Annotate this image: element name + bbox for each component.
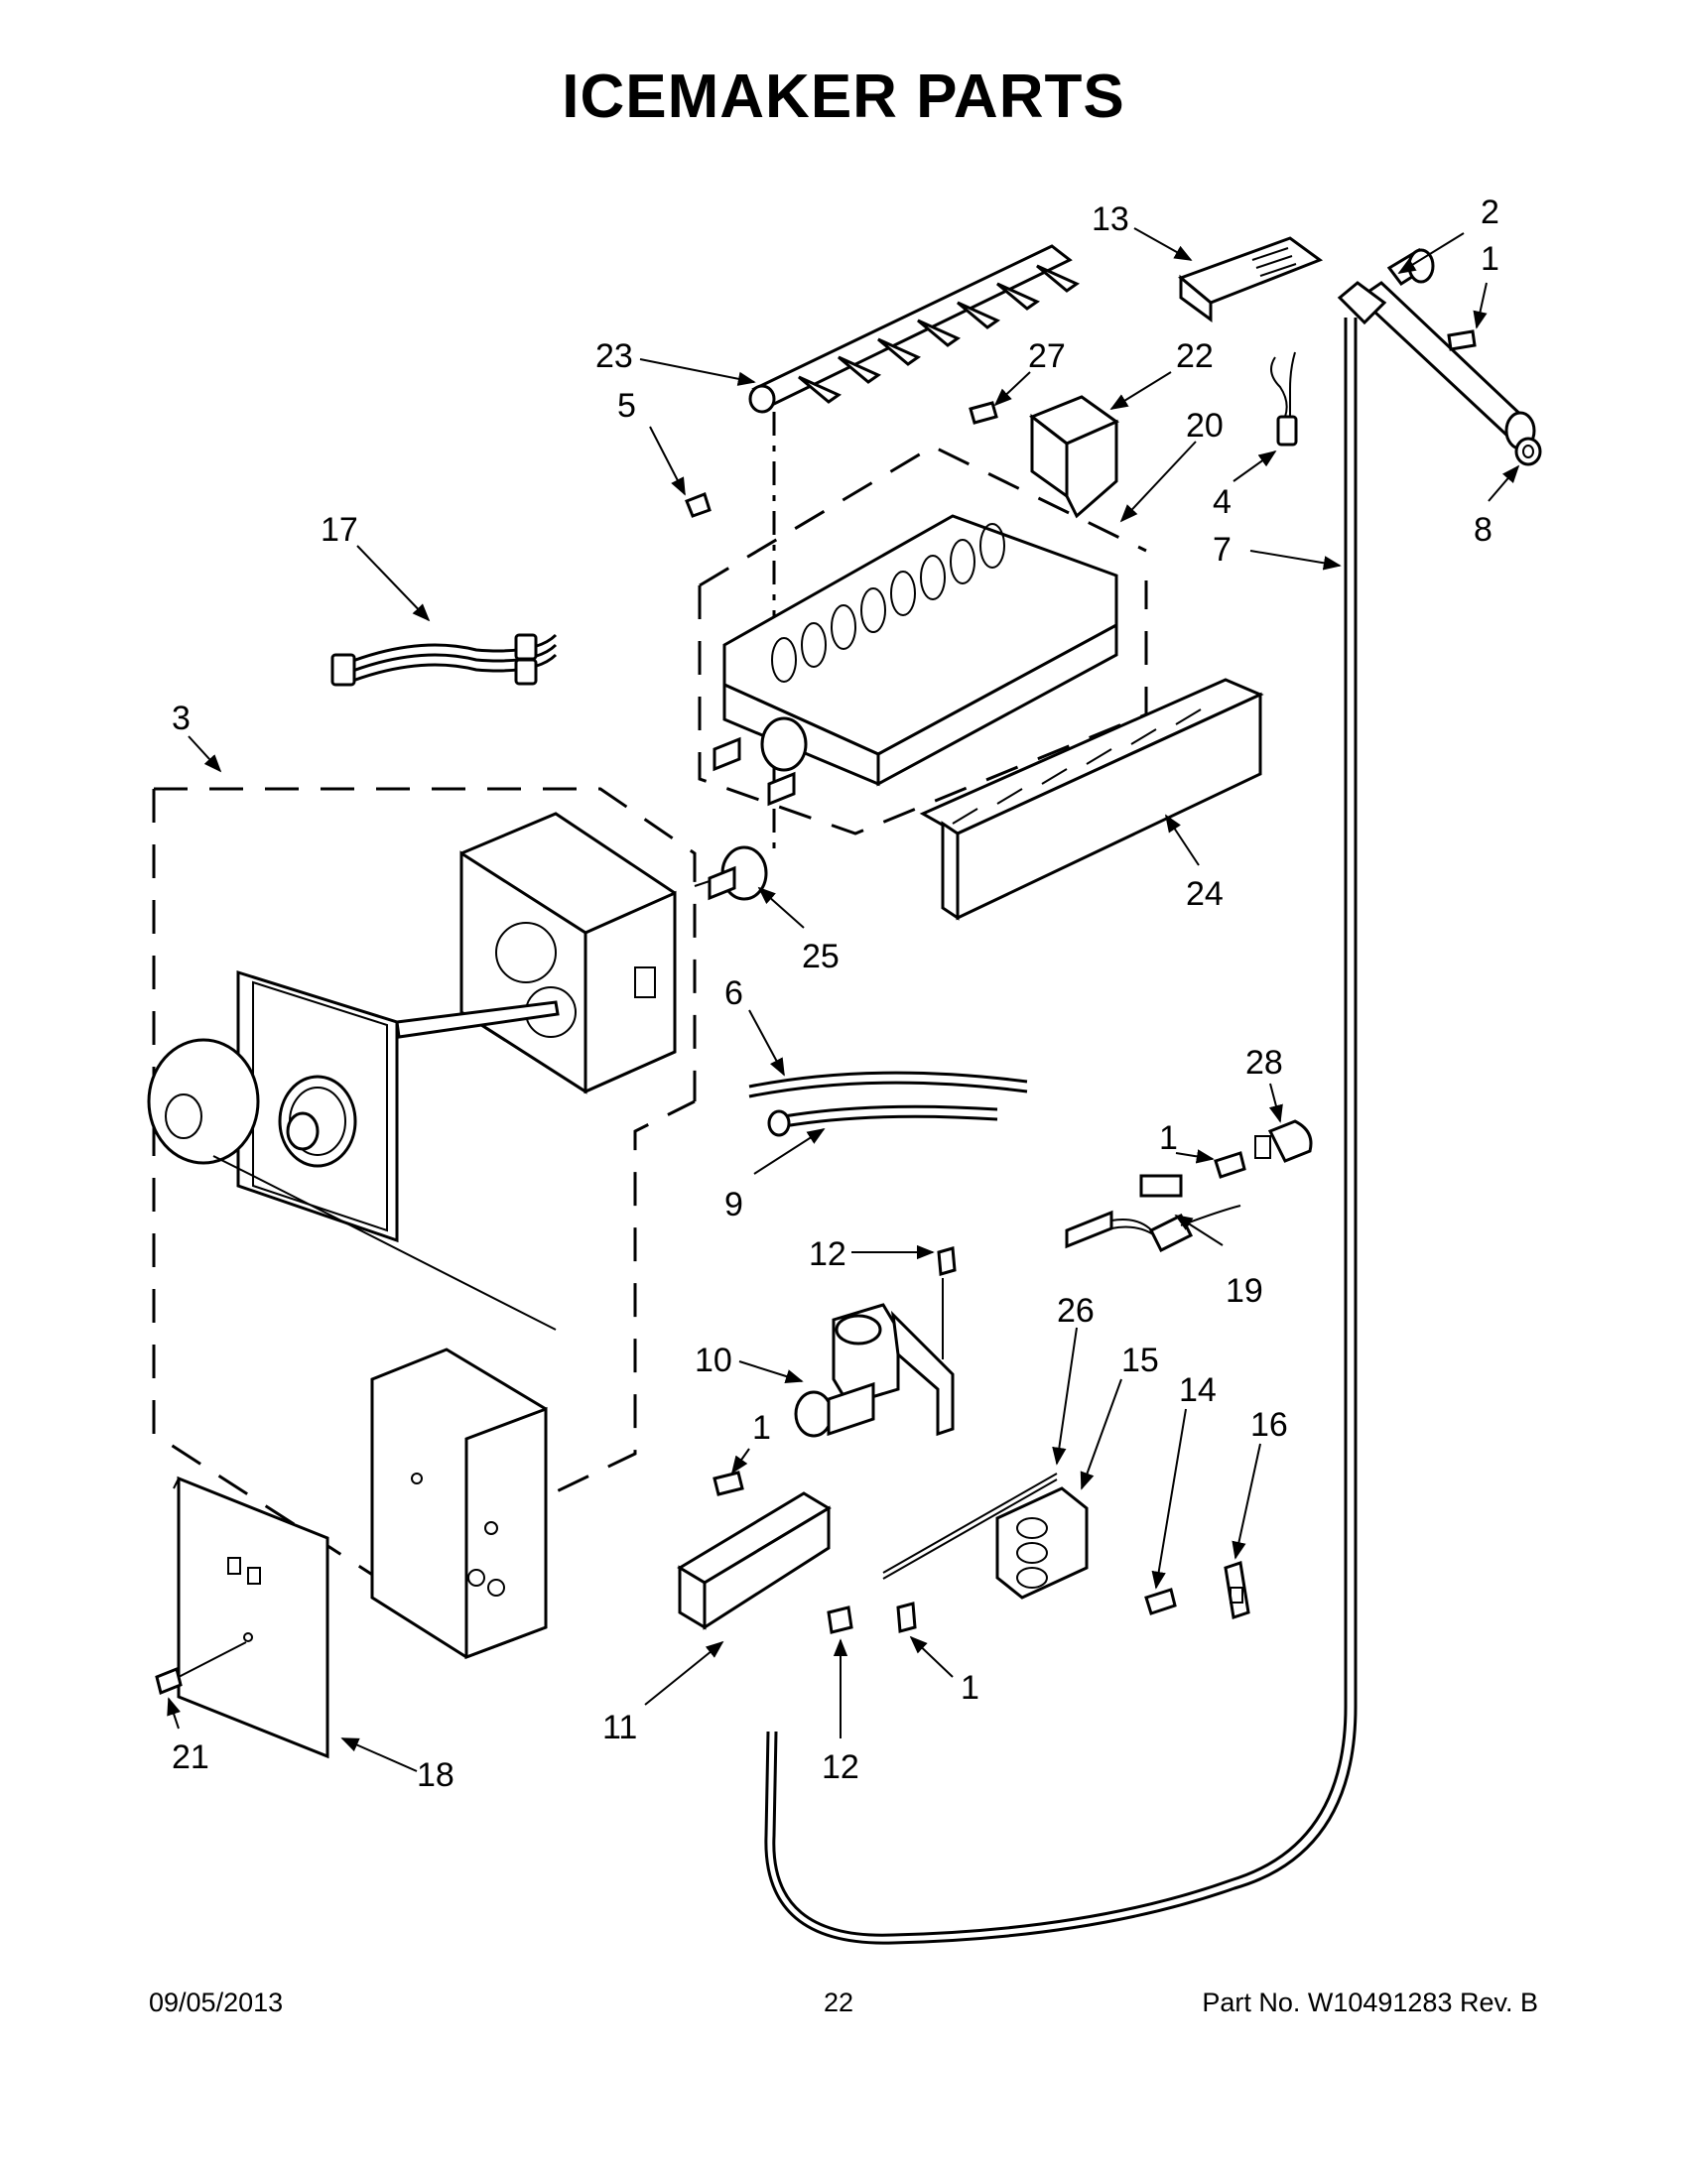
leader-lines (167, 227, 1520, 1772)
callout-22: 22 (1176, 337, 1214, 375)
icemaker-mold-20 (713, 514, 1118, 807)
screw-27 (969, 401, 998, 425)
callout-9: 9 (724, 1186, 743, 1223)
callout-28: 28 (1245, 1044, 1283, 1082)
callout-21: 21 (172, 1738, 209, 1776)
module-housing-3 (147, 812, 677, 1660)
stripper-24 (919, 678, 1264, 921)
screw-21 (155, 1641, 247, 1696)
callout-1: 1 (1481, 240, 1499, 278)
bracket-22 (1029, 395, 1120, 519)
fill-tube-7 (772, 318, 1348, 1937)
screw-14 (1144, 1588, 1177, 1615)
clip-5 (685, 492, 712, 518)
callout-1: 1 (1159, 1119, 1178, 1157)
screw-1c (713, 1471, 744, 1496)
callout-24: 24 (1186, 875, 1224, 913)
callout-12: 12 (822, 1748, 859, 1786)
callout-3: 3 (172, 700, 191, 737)
cover-plate-18 (173, 1476, 329, 1759)
tube-9 (767, 1104, 998, 1137)
callout-25: 25 (802, 938, 840, 975)
callout-14: 14 (1179, 1371, 1217, 1409)
cover-13 (1178, 236, 1324, 322)
callout-1: 1 (752, 1409, 771, 1447)
callout-4: 4 (1213, 483, 1232, 521)
callout-8: 8 (1474, 511, 1492, 549)
callout-26: 26 (1057, 1292, 1095, 1330)
callout-27: 27 (1028, 337, 1066, 375)
fill-cup-assembly-2 (1337, 247, 1536, 450)
callout-6: 6 (724, 974, 743, 1012)
callout-12: 12 (809, 1235, 846, 1273)
screw-1d (896, 1602, 917, 1633)
wire-harness-17 (330, 633, 558, 687)
clip-16 (1224, 1561, 1250, 1619)
plug-25 (694, 845, 768, 901)
page-title: ICEMAKER PARTS (562, 63, 1125, 131)
callout-20: 20 (1186, 407, 1224, 445)
heater-26 (882, 1473, 1058, 1580)
switch-15 (995, 1486, 1089, 1600)
callout-5: 5 (617, 387, 636, 425)
screw-12b (827, 1606, 853, 1634)
callout-16: 16 (1250, 1406, 1288, 1444)
screw-12a (937, 1246, 957, 1276)
callout-2: 2 (1481, 193, 1499, 231)
callout-labels: 2 1 13 23 27 22 5 20 4 8 7 17 3 24 25 6 … (172, 193, 1499, 1794)
screw-1b (1214, 1151, 1246, 1179)
clamp-28 (1254, 1119, 1313, 1163)
callout-11: 11 (602, 1709, 637, 1746)
callout-1: 1 (961, 1669, 979, 1707)
callout-10: 10 (695, 1342, 732, 1379)
thermostat-4 (1270, 351, 1298, 447)
callout-13: 13 (1092, 200, 1129, 238)
footer-page-number: 22 (824, 1988, 854, 2017)
screw-1a (1447, 329, 1477, 351)
callout-19: 19 (1226, 1272, 1263, 1310)
valve-bracket-11 (677, 1491, 832, 1630)
footer-date: 09/05/2013 (149, 1988, 284, 2017)
grommet-8 (1514, 437, 1542, 466)
ejector-23 (748, 244, 1081, 414)
tube-6 (748, 1071, 1028, 1098)
water-valve-10 (794, 1303, 955, 1438)
callout-23: 23 (595, 337, 633, 375)
callout-18: 18 (417, 1756, 454, 1794)
callout-17: 17 (321, 511, 358, 549)
callout-15: 15 (1121, 1342, 1159, 1379)
callout-7: 7 (1213, 531, 1232, 569)
footer-part-number: Part No. W10491283 Rev. B (1202, 1988, 1538, 2017)
